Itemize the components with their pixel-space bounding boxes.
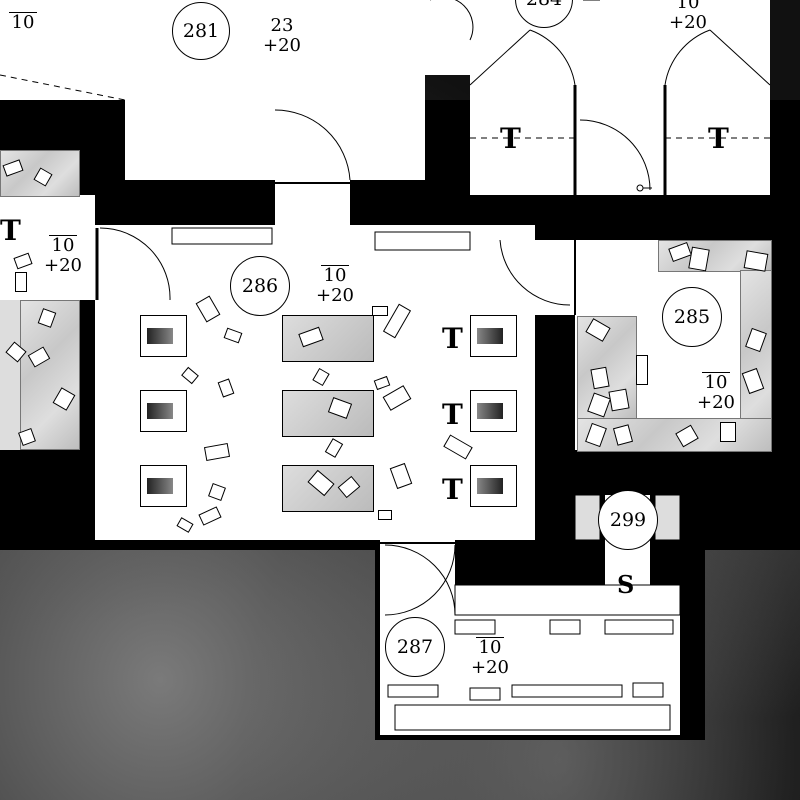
scattered-paper (590, 366, 610, 390)
scattered-paper (378, 510, 392, 520)
room-stat-nw: 10 (3, 12, 43, 33)
stat-top: 10 (320, 265, 350, 286)
stat-top: 10 (701, 372, 731, 393)
floor-corridor (425, 0, 470, 75)
door-arc (274, 109, 351, 181)
stat-bottom: +20 (669, 11, 707, 33)
room-number-287: 287 (385, 617, 445, 677)
floor-room-284 (470, 0, 770, 195)
door-arc (384, 544, 456, 616)
secret-door-symbol: S (617, 570, 635, 599)
terminal-symbol: T (708, 122, 729, 155)
door-arc (664, 29, 711, 86)
computer-desk (140, 465, 187, 507)
computer-desk (470, 315, 517, 357)
stat-top: 10 (674, 0, 703, 13)
stat-top: 23 (270, 15, 294, 36)
door-leaf (709, 29, 771, 86)
terminal-symbol: T (442, 322, 463, 355)
dashed-wall (0, 74, 126, 101)
terminal-symbol: T (442, 398, 463, 431)
terminal-symbol: T (0, 214, 21, 247)
door-arc (499, 239, 571, 306)
scattered-paper (720, 422, 736, 442)
scattered-paper (688, 246, 710, 272)
room-stat-286: 10 +20 (305, 265, 365, 306)
computer-desk (470, 465, 517, 507)
room-number-286: 286 (230, 256, 290, 316)
computer-desk (140, 390, 187, 432)
terminal-symbol: T (442, 473, 463, 506)
stat-bottom: +20 (697, 391, 735, 413)
rubble-area (577, 418, 772, 452)
door-arc (99, 227, 171, 301)
room-stat-281: 23 +20 (252, 16, 312, 56)
room-stat-287: 10 +20 (460, 637, 520, 678)
door-leaf (469, 29, 531, 86)
room-stat-285: 10 +20 (686, 372, 746, 413)
scattered-paper (608, 388, 630, 412)
stat-bottom: +20 (263, 34, 301, 56)
stat-bottom: +20 (44, 254, 82, 276)
computer-desk (470, 390, 517, 432)
stat-top: 10 (8, 12, 38, 33)
stat-top: 10 (48, 235, 78, 256)
terminal-symbol: T (500, 122, 521, 155)
stat-top: 10 (475, 637, 505, 658)
worktable (282, 390, 374, 437)
stat-bottom: +20 (316, 284, 354, 306)
room-number-285: 285 (662, 287, 722, 347)
door-arc (384, 544, 456, 616)
worktable (282, 315, 374, 362)
room-number-299: 299 (598, 490, 658, 550)
door-arc (430, 0, 474, 41)
door-arc (579, 119, 651, 191)
floor-doorway (275, 180, 350, 230)
room-stat-284: 10 +20 (658, 0, 718, 33)
scattered-paper (636, 355, 648, 385)
floor-door-287 (380, 540, 455, 590)
door-arc (529, 29, 576, 86)
room-stat-west: 10 +20 (33, 235, 93, 276)
scattered-paper (15, 272, 27, 292)
room-number-281: 281 (172, 2, 230, 60)
scattered-paper (743, 250, 769, 272)
stat-bottom: +20 (471, 656, 509, 678)
floor-nw (0, 0, 125, 100)
scattered-paper (372, 306, 388, 316)
floor-passage-285 (535, 240, 580, 315)
computer-desk (140, 315, 187, 357)
